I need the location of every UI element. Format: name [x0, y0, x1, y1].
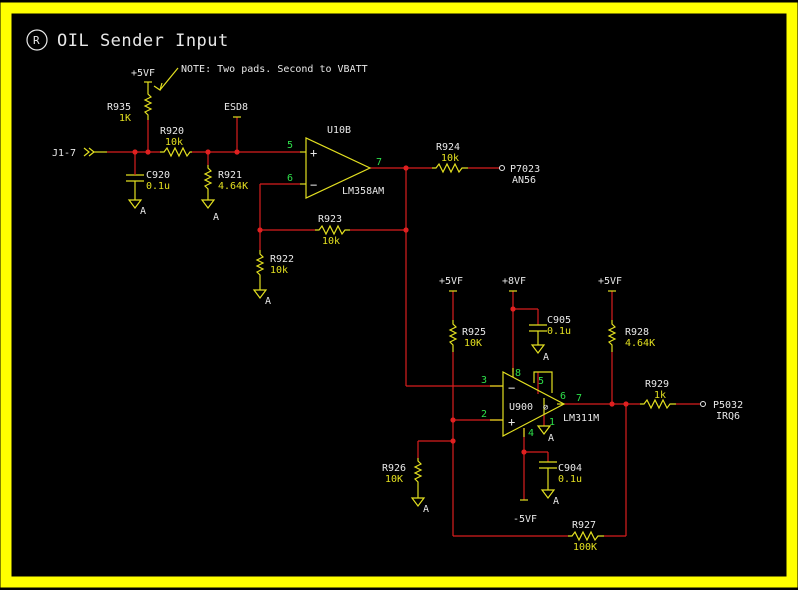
r923-value: 10k [322, 236, 340, 247]
title-badge-icon [26, 29, 48, 51]
note-arrowhead [153, 82, 163, 91]
u900-pin-plus: 2 [481, 409, 487, 420]
r927-value: 100K [573, 542, 597, 553]
title-badge-letter: R [33, 34, 40, 47]
comparator-u900 [502, 368, 566, 437]
resistor-r935 [143, 81, 153, 120]
c904-ref: C904 [558, 463, 582, 474]
junction-dots [132, 149, 629, 455]
input-connector-j1-7 [83, 147, 107, 157]
net-label-p5032: P5032 [713, 400, 743, 411]
u900-pin-out: 7 [576, 393, 582, 404]
r924-ref: R924 [436, 142, 460, 153]
gnd-label-r921: A [213, 212, 219, 223]
u900-pin-5: 5 [538, 376, 544, 387]
u10b-part: LM358AM [342, 186, 384, 197]
resistor-r929 [640, 398, 676, 410]
capacitor-c904 [539, 461, 557, 499]
c920-value: 0.1u [146, 181, 170, 192]
u10b-minus-symbol: − [310, 178, 317, 192]
u900-pin-minus: 3 [481, 375, 487, 386]
gnd-label-c904: A [553, 496, 559, 507]
r935-value: 1K [119, 113, 131, 124]
note-text: NOTE: Two pads. Second to VBATT [181, 64, 368, 75]
c920-ref: C920 [146, 170, 170, 181]
capacitor-c905 [529, 324, 547, 354]
resistor-r924 [432, 162, 468, 174]
u10b-pin-minus: 6 [287, 173, 293, 184]
r929-value: 1k [654, 390, 666, 401]
r922-ref: R922 [270, 254, 294, 265]
schematic-title: OIL Sender Input [57, 31, 229, 51]
opamp-u10b [305, 137, 372, 199]
wires-top [107, 117, 500, 386]
u900-pin-8: 8 [515, 368, 521, 379]
resistor-r920 [160, 146, 192, 158]
gnd-label-c920: A [140, 206, 146, 217]
gnd-label-u900: A [548, 433, 554, 444]
test-point-p7023 [499, 165, 505, 171]
u900-part: LM311M [563, 413, 599, 424]
r921-value: 4.64K [218, 181, 248, 192]
r920-value: 10k [165, 137, 183, 148]
r928-value: 4.64K [625, 338, 655, 349]
u900-pin-6: 6 [560, 391, 566, 402]
net-label-input: J1-7 [52, 148, 76, 159]
net-label-irq6: IRQ6 [716, 411, 740, 422]
u900-open-collector-symbol: ⊘ [543, 403, 548, 413]
net-label-5vf-right: +5VF [598, 276, 622, 287]
net-label-p7023: P7023 [510, 164, 540, 175]
r920-ref: R920 [160, 126, 184, 137]
c905-ref: C905 [547, 315, 571, 326]
r935-ref: R935 [107, 102, 131, 113]
net-label-esd8: ESD8 [224, 102, 248, 113]
resistor-r922 [252, 250, 268, 299]
net-label-8vf: +8VF [502, 276, 526, 287]
gnd-label-r922: A [265, 296, 271, 307]
wires-bottom [406, 291, 700, 537]
test-point-p5032 [700, 401, 706, 407]
resistor-r927 [568, 530, 604, 542]
u10b-pin-plus: 5 [287, 140, 293, 151]
r923-ref: R923 [318, 214, 342, 225]
r922-value: 10k [270, 265, 288, 276]
resistor-r923 [315, 224, 350, 236]
u10b-plus-symbol: + [310, 146, 317, 160]
r921-ref: R921 [218, 170, 242, 181]
r925-value: 10K [464, 338, 482, 349]
resistor-r928 [607, 290, 617, 352]
u900-pin-4: 4 [528, 428, 534, 439]
u10b-ref: U10B [327, 125, 351, 136]
c904-value: 0.1u [558, 474, 582, 485]
resistor-r925 [448, 290, 458, 352]
gnd-label-c905: A [543, 352, 549, 363]
u900-ref: U900 [509, 402, 533, 413]
net-label-5vf-left: +5VF [439, 276, 463, 287]
note-leader [159, 67, 179, 91]
ground-u900-pin1 [536, 425, 552, 435]
u10b-pin-out: 7 [376, 157, 382, 168]
r925-ref: R925 [462, 327, 486, 338]
r924-value: 10k [441, 153, 459, 164]
c905-value: 0.1u [547, 326, 571, 337]
net-label-m5vf: -5VF [513, 514, 537, 525]
net-label-5vf-top: +5VF [131, 68, 155, 79]
r926-ref: R926 [382, 463, 406, 474]
u900-minus-symbol: − [508, 381, 515, 395]
resistor-r921 [200, 165, 216, 209]
u900-pin-1: 1 [549, 417, 555, 428]
r926-value: 10K [385, 474, 403, 485]
net-label-an56: AN56 [512, 175, 536, 186]
resistor-r926 [410, 458, 426, 507]
capacitor-c920 [126, 174, 144, 209]
u900-plus-symbol: + [508, 415, 515, 429]
gnd-label-r926: A [423, 504, 429, 515]
r928-ref: R928 [625, 327, 649, 338]
r927-ref: R927 [572, 520, 596, 531]
r929-ref: R929 [645, 379, 669, 390]
